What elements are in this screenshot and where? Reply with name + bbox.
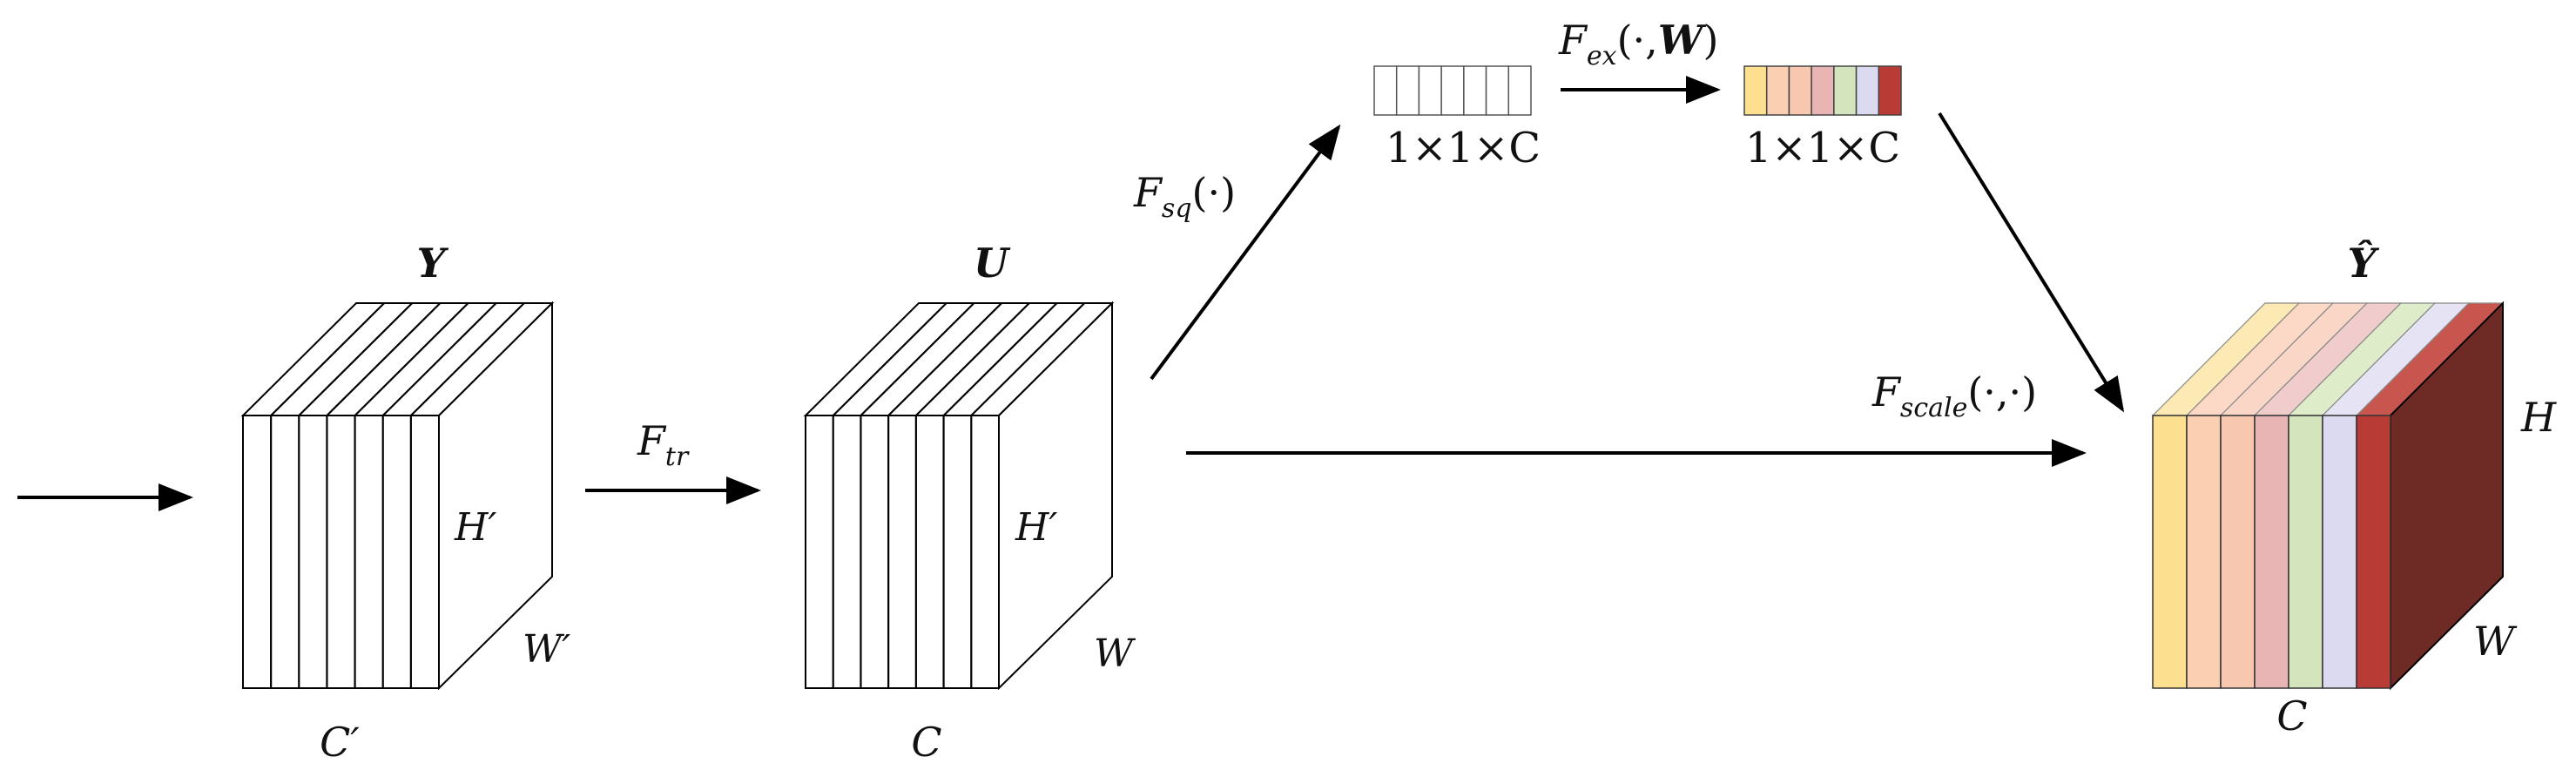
excitation-to-output-arrow	[1938, 111, 2125, 413]
feature-block-channel-label: C	[911, 719, 941, 766]
excitation-cell	[1855, 65, 1880, 116]
input-block-height-label: H′	[454, 505, 496, 550]
output-front-slice	[2288, 415, 2323, 689]
excitation-cell	[1878, 65, 1902, 116]
squeeze-cell	[1418, 65, 1442, 116]
feature-tensor-block	[803, 301, 1115, 691]
slice-line	[270, 302, 385, 416]
squeeze-cell	[1485, 65, 1510, 116]
output-front-slice	[2254, 415, 2289, 689]
output-front-slice	[2152, 415, 2188, 689]
output-block-channel-label: C	[2276, 693, 2307, 740]
excitation-label: Fex(·,W)	[1558, 17, 1718, 71]
slice-line	[326, 302, 442, 416]
input-block-title: Y	[417, 240, 449, 287]
excitation-cell	[1743, 65, 1768, 116]
slice-line	[970, 302, 1086, 416]
squeeze-cell	[1395, 65, 1420, 116]
input-tensor-block	[240, 301, 555, 691]
slice-line	[410, 302, 525, 416]
squeeze-cell	[1507, 65, 1532, 116]
slice-line	[860, 302, 975, 416]
feature-block-front-face	[805, 415, 1000, 689]
slice-line	[354, 302, 469, 416]
transform-label: Ftr	[637, 417, 690, 472]
slice-line	[887, 302, 1002, 416]
squeeze-label: Fsq(·)	[1133, 169, 1236, 224]
slice-line	[381, 302, 497, 416]
squeeze-arrow	[1150, 124, 1341, 381]
excitation-cell	[1833, 65, 1858, 116]
squeeze-cell	[1463, 65, 1487, 116]
output-block-width-label: W	[2473, 618, 2518, 665]
excitation-vector	[1743, 65, 1902, 116]
slice-line	[915, 302, 1030, 416]
slice-line	[832, 302, 947, 416]
output-block-top-face	[2151, 302, 2505, 416]
output-block-height-label: H	[2520, 394, 2557, 441]
excitation-cell	[1765, 65, 1790, 116]
input-block-channel-label: C′	[320, 719, 360, 766]
input-block-width-label: W′	[523, 627, 570, 672]
output-block-title: Ŷ	[2348, 239, 2380, 287]
squeeze-vector-label: 1×1×C	[1386, 124, 1541, 172]
output-front-slice	[2186, 415, 2222, 689]
output-block-front-face	[2152, 415, 2391, 689]
feature-block-width-label: W	[1094, 632, 1136, 676]
output-front-slice	[2322, 415, 2357, 689]
excitation-cell	[1811, 65, 1835, 116]
feature-block-height-label: H′	[1015, 505, 1057, 550]
input-block-front-face	[242, 415, 440, 689]
slice-line	[298, 302, 414, 416]
output-tensor-block	[2151, 301, 2505, 691]
feature-block-title: U	[974, 240, 1011, 287]
slice-line	[942, 302, 1058, 416]
output-front-slice	[2220, 415, 2256, 689]
excitation-cell	[1788, 65, 1812, 116]
squeeze-cell	[1373, 65, 1398, 116]
output-front-slice	[2356, 415, 2391, 689]
squeeze-cell	[1440, 65, 1465, 116]
excitation-vector-label: 1×1×C	[1745, 124, 1900, 172]
input-block-slices	[270, 302, 525, 688]
scale-label: Fscale(·,·)	[1871, 368, 2037, 423]
feature-block-slices	[832, 302, 1086, 688]
squeeze-vector	[1373, 65, 1532, 116]
